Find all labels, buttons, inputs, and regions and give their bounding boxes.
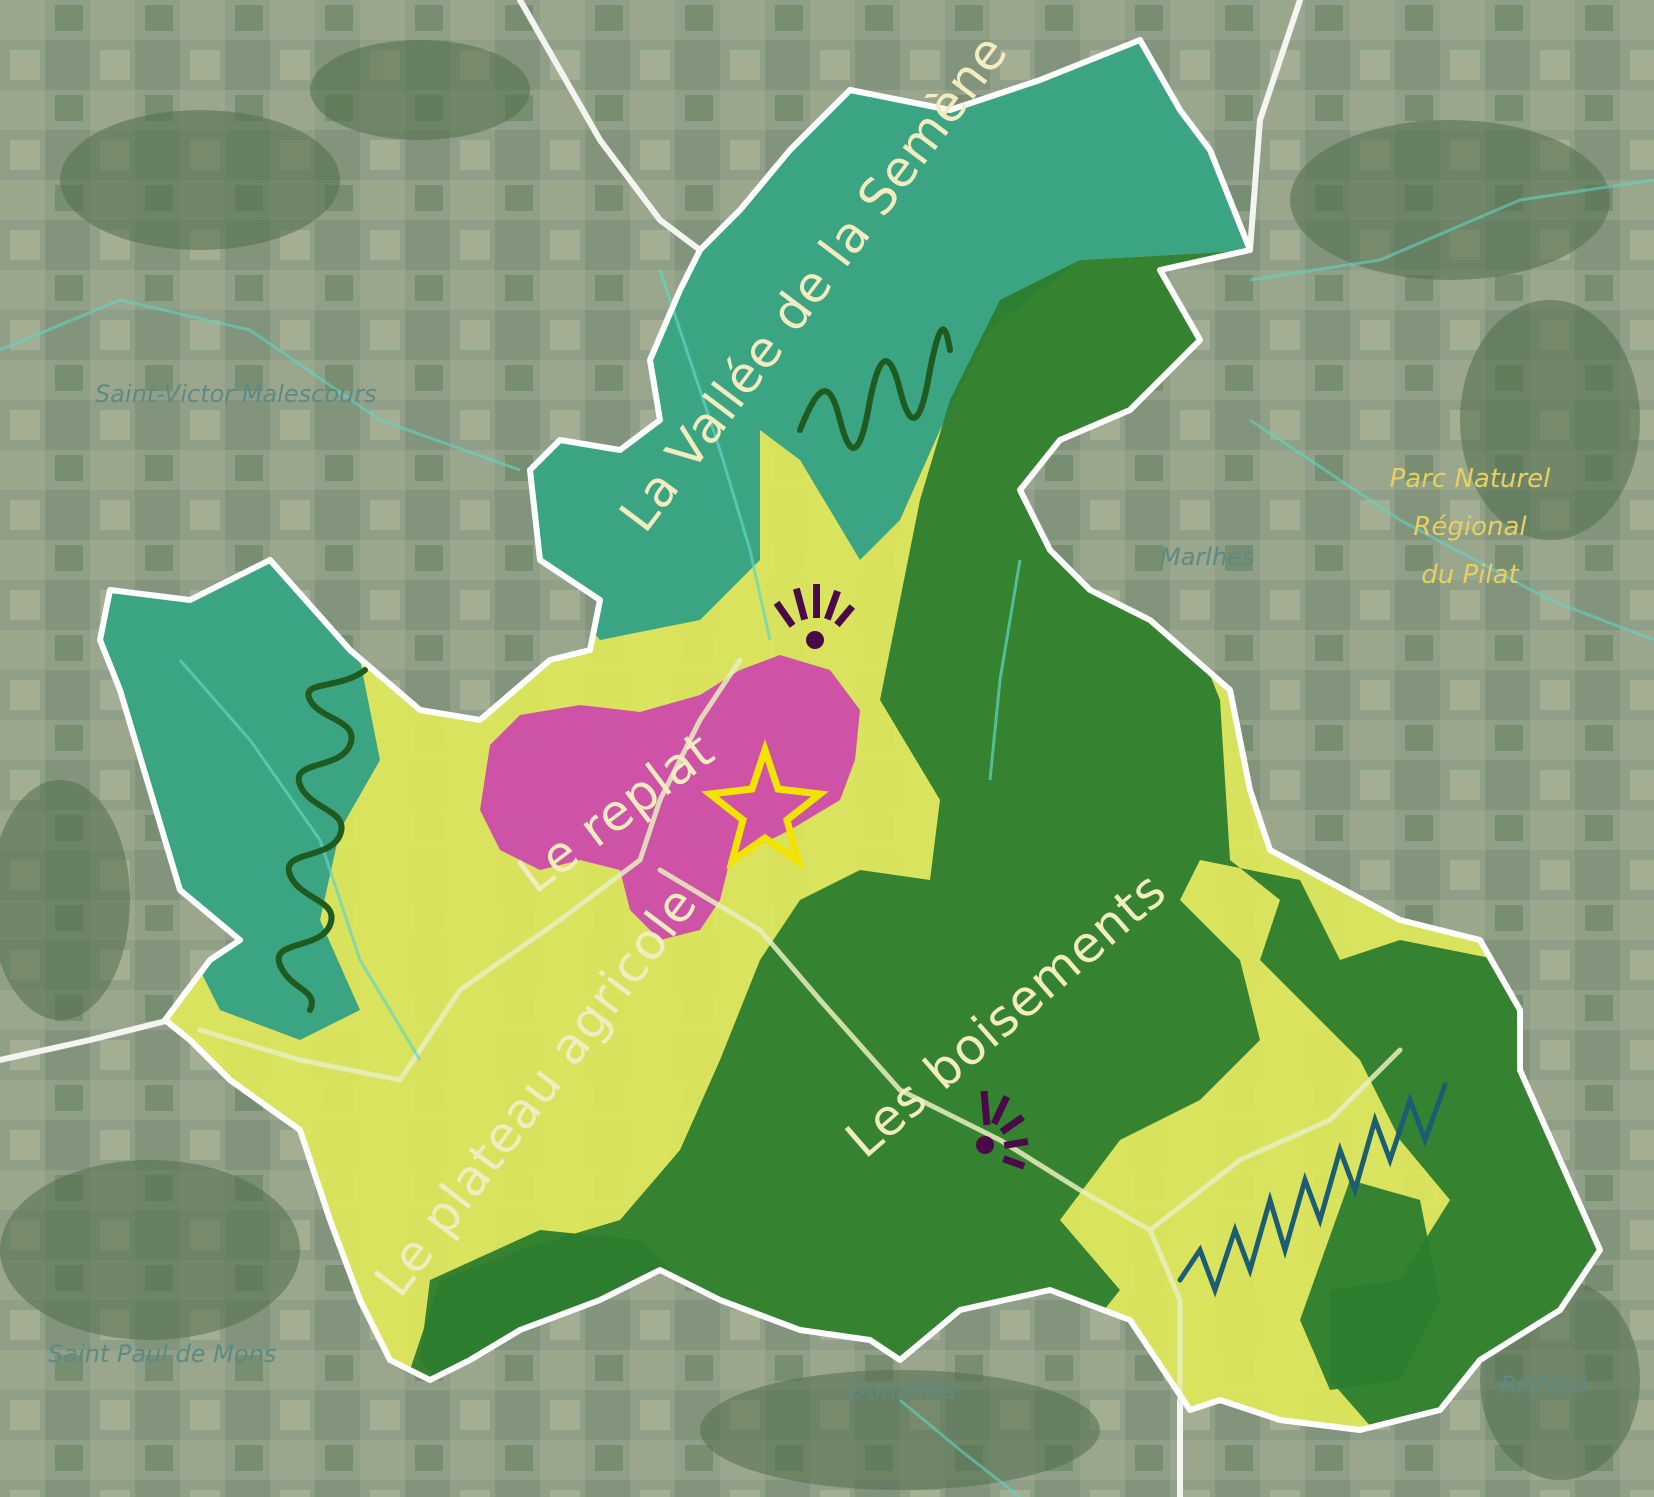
label-saint-paul: Saint Paul de Mons <box>48 1340 276 1368</box>
commune-boundary <box>97 37 1603 1433</box>
valley-zone-west <box>100 540 380 1040</box>
label-riotord: Riotord <box>1500 1371 1588 1399</box>
forest-patch-southeast <box>1300 1180 1440 1390</box>
label-saint-victor: Saint-Victor Malescours <box>95 380 377 408</box>
label-dunieres: Dunières <box>848 1376 955 1404</box>
label-marlhes: Marlhes <box>1160 543 1254 571</box>
label-park-line2: Régional <box>1413 512 1527 542</box>
label-park-line1: Parc Naturel <box>1390 464 1552 494</box>
rivers-commune <box>178 269 1022 1061</box>
transition-wave-icon-valley <box>797 326 953 451</box>
transition-wave-icon-west <box>275 667 368 1013</box>
viewpoint-icon-south <box>976 1090 1029 1170</box>
roads-commune <box>197 657 1403 1403</box>
village-star-icon <box>701 738 829 870</box>
replat-zone <box>480 655 860 940</box>
rivers-background <box>0 178 1654 1497</box>
transition-wave-icon-southeast <box>1177 1082 1448 1298</box>
label-park-line3: du Pilat <box>1421 560 1519 590</box>
forest-zone-east <box>400 250 1600 1430</box>
roads-background <box>0 0 1303 1497</box>
viewpoint-icon <box>773 584 856 649</box>
